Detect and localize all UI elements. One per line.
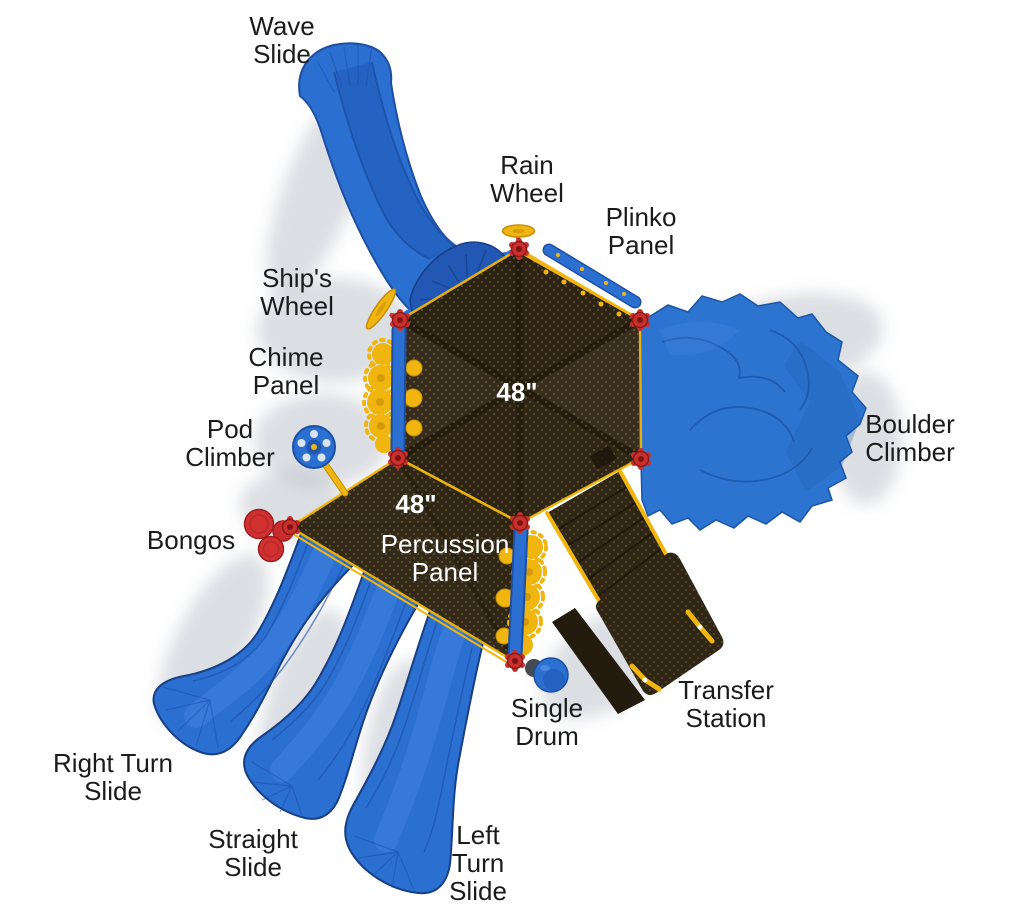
label-bongos: Bongos	[146, 525, 236, 555]
hex-deck	[396, 247, 643, 525]
label-straight-slide: Straight Slide	[208, 824, 298, 882]
chime-panel-graphic	[362, 322, 423, 456]
plinko-panel-graphic	[523, 243, 642, 320]
boulder-climber-graphic	[640, 293, 867, 531]
label-percussion-panel: Percussion Panel	[380, 529, 510, 587]
single-drum-graphic	[525, 657, 569, 693]
label-rain-wheel: Rain Wheel	[490, 150, 564, 208]
label-upper-deck-height: 48"	[496, 377, 538, 407]
label-wave-slide: Wave Slide	[249, 11, 315, 69]
pod-climber-graphic	[292, 425, 349, 497]
label-ships-wheel: Ship's Wheel	[260, 263, 334, 321]
percussion-panel-graphic	[495, 522, 548, 663]
label-transfer-station: Transfer Station	[678, 675, 774, 733]
label-single-drum: Single Drum	[510, 693, 584, 751]
label-pod-climber: Pod Climber	[185, 414, 275, 472]
label-chime-panel: Chime Panel	[248, 342, 324, 400]
label-boulder-climber: Boulder Climber	[865, 409, 955, 467]
label-left-turn-slide: Left Turn Slide	[449, 820, 507, 906]
transfer-station-graphic	[545, 469, 724, 714]
left-turn-slide-graphic	[344, 609, 485, 895]
label-lower-deck-height: 48"	[395, 489, 437, 519]
label-right-turn-slide: Right Turn Slide	[53, 748, 173, 806]
straight-slide-graphic	[243, 570, 420, 820]
right-turn-slide-graphic	[152, 532, 355, 756]
label-plinko-panel: Plinko Panel	[605, 202, 677, 260]
